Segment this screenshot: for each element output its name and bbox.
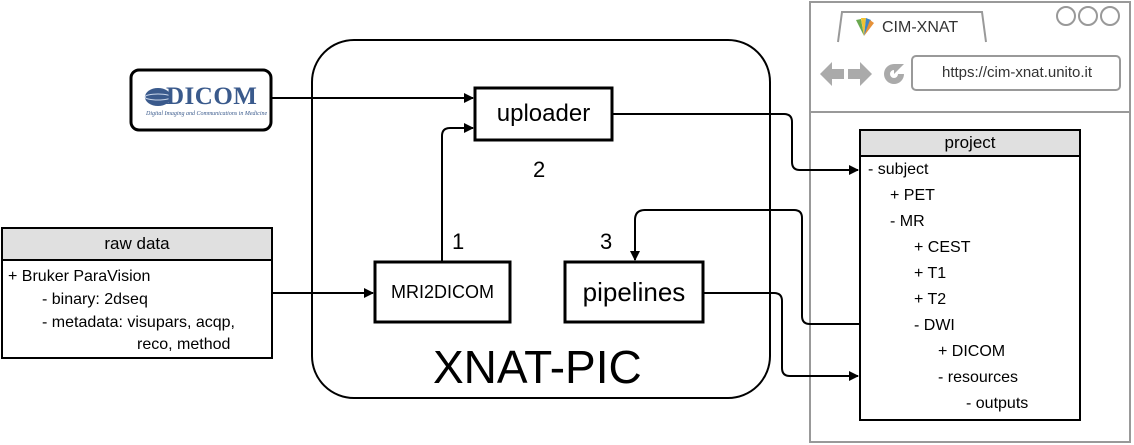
browser-tab-title[interactable]: CIM-XNAT	[882, 19, 959, 36]
arrow-dwi-to-pipelines	[630, 209, 860, 325]
tree-item-t2: + T2	[914, 291, 947, 308]
raw-data-box	[1, 227, 273, 359]
reload-icon	[884, 64, 904, 84]
tree-item-outputs: - outputs	[966, 395, 1029, 412]
tree-item-pet: + PET	[890, 187, 935, 204]
tree-item-dwi: - DWI	[914, 317, 955, 334]
pipelines-box	[563, 260, 705, 324]
forward-arrow-icon	[848, 62, 872, 86]
pipelines-label: pipelines	[582, 276, 686, 307]
window-button-icon	[1100, 6, 1120, 26]
window-button-icon	[1056, 6, 1076, 26]
tree-item-mr: - MR	[890, 213, 925, 230]
window-button-icon	[1078, 6, 1098, 26]
raw-data-line: + Bruker ParaVision	[8, 268, 151, 285]
mri2dicom-label: MRI2DICOM	[391, 281, 494, 302]
url-bar	[911, 55, 1121, 91]
mri2dicom-box	[373, 260, 512, 324]
tree-item-subject: - subject	[868, 161, 929, 178]
raw-data-title: raw data	[104, 234, 170, 253]
raw-data-line: reco, method	[137, 336, 231, 353]
browser-url[interactable]: https://cim-xnat.unito.it	[942, 64, 1093, 81]
dicom-logo-text: DICOM	[166, 83, 258, 110]
step-2-label: 2	[533, 157, 546, 182]
project-title: project	[944, 133, 996, 152]
tree-item-cest: + CEST	[914, 239, 971, 256]
cim-favicon-icon	[856, 18, 874, 36]
step-3-label: 3	[600, 229, 613, 254]
globe-icon	[145, 88, 171, 106]
raw-data-line: - binary: 2dseq	[42, 291, 148, 308]
dicom-logo-box	[129, 68, 273, 132]
xnat-pic-title: XNAT-PIC	[433, 341, 642, 393]
raw-data-line: - metadata: visupars, acqp,	[42, 314, 235, 331]
arrow-mri2dicom-to-uploader	[441, 123, 474, 262]
back-arrow-icon	[820, 62, 844, 86]
tree-item-resources: - resources	[938, 369, 1019, 386]
step-1-label: 1	[452, 229, 465, 254]
arrow-pipelines-to-resources	[703, 292, 859, 381]
connectors	[271, 93, 860, 381]
project-box	[859, 129, 1081, 421]
uploader-box	[473, 86, 614, 142]
uploader-label: uploader	[496, 100, 591, 127]
arrow-uploader-to-project	[612, 113, 859, 175]
tree-item-dicom: + DICOM	[938, 343, 1006, 360]
dicom-logo-subtitle: Digital Imaging and Communications in Me…	[146, 111, 268, 117]
tree-item-t1: + T1	[914, 265, 947, 282]
